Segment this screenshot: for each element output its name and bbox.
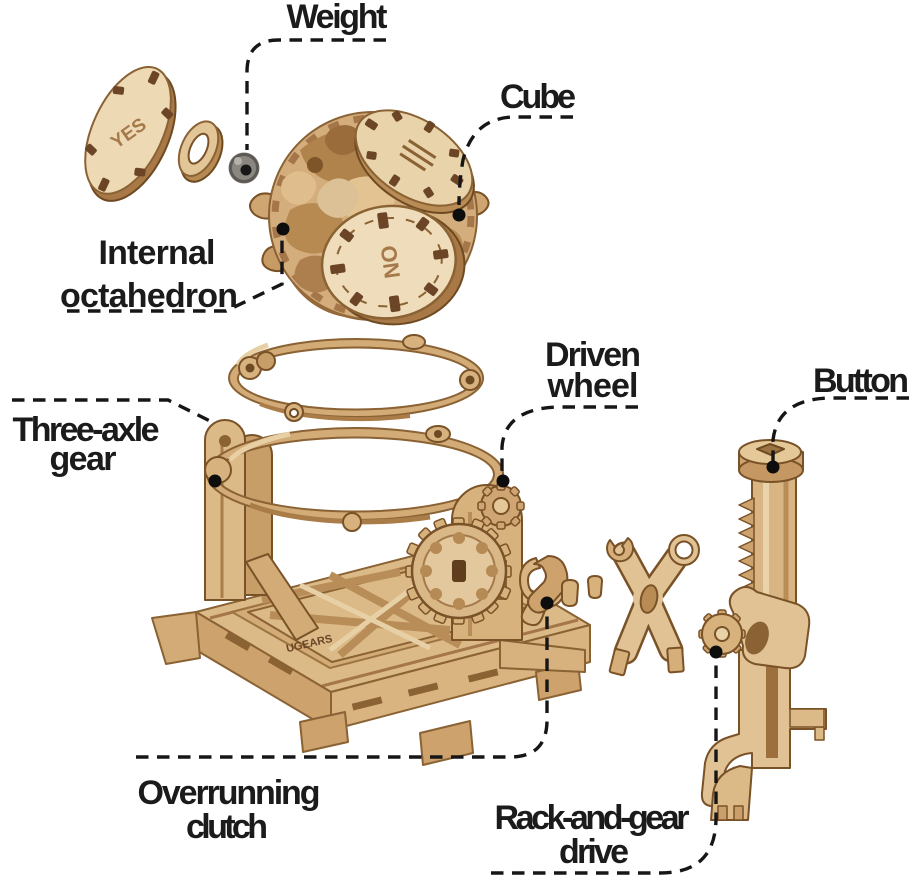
svg-text:Driven: Driven — [545, 336, 641, 374]
svg-text:Cube: Cube — [500, 78, 576, 116]
svg-text:Overrunning: Overrunning — [138, 774, 321, 812]
svg-text:gear: gear — [50, 440, 117, 478]
svg-text:NO: NO — [376, 244, 405, 280]
svg-text:Rack-and-gear: Rack-and-gear — [495, 799, 690, 837]
svg-text:drive: drive — [559, 833, 629, 871]
svg-text:Three-axle: Three-axle — [13, 411, 160, 449]
svg-text:Weight: Weight — [287, 0, 388, 36]
svg-text:octahedron: octahedron — [60, 277, 238, 315]
svg-text:Button: Button — [813, 362, 909, 400]
svg-text:wheel: wheel — [547, 367, 639, 405]
svg-text:clutch: clutch — [186, 808, 268, 846]
svg-text:Internal: Internal — [99, 234, 216, 272]
